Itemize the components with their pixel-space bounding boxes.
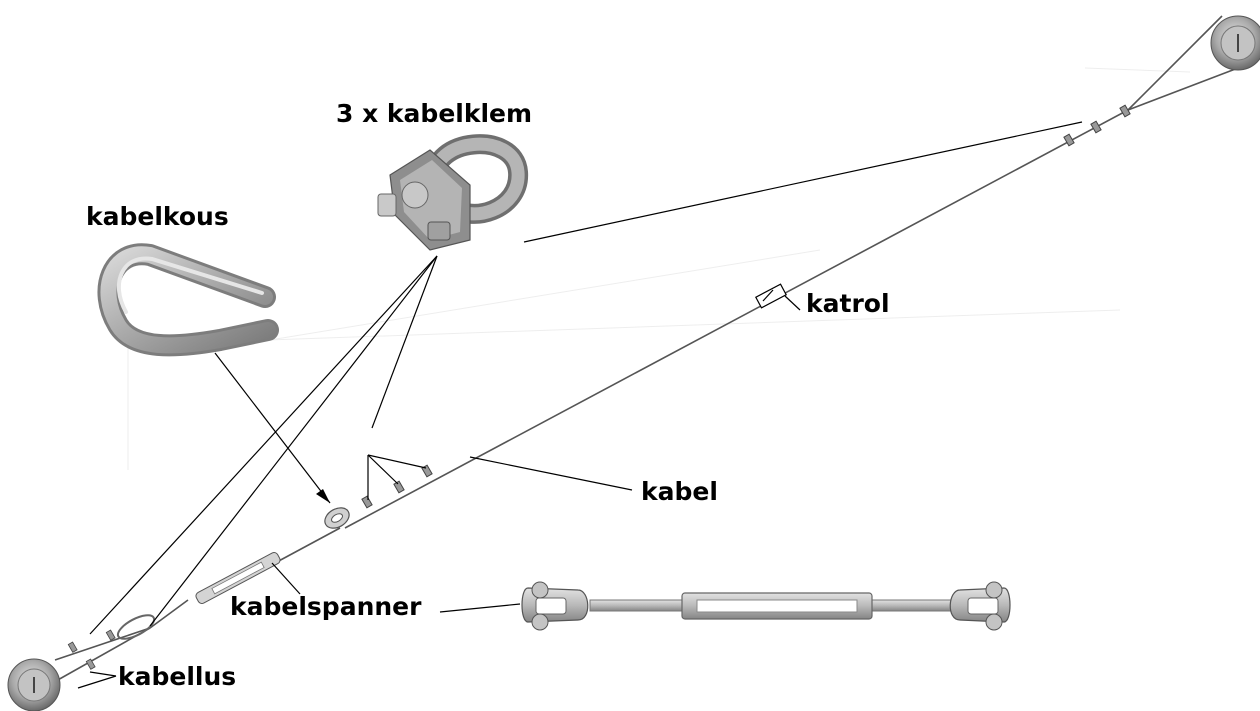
label-kabellus: kabellus [118,662,237,691]
katrol-block [755,283,787,309]
thimble-leader-arrowhead [316,489,330,503]
kabelkous-closeup [97,243,279,357]
background-shading [127,67,1191,470]
label-kabelkous: kabelkous [86,202,229,231]
cable-loop-bottom-left [67,614,156,670]
leader-lines [77,121,1083,689]
label-kabelspanner: kabelspanner [230,592,422,621]
pulley-wheel-top-right [1210,15,1260,71]
label-katrol: katrol [806,289,890,318]
pulley-wheel-bottom-left [7,658,61,711]
thimble-on-cable [324,507,350,529]
kabelspanner-closeup [521,581,1011,631]
label-kabel: kabel [641,477,718,506]
turnbuckle-on-cable [195,552,281,604]
label-kabelklem: 3 x kabelklem [336,99,533,128]
clamps-top-right [1063,104,1131,147]
kabelklem-closeup [377,134,528,251]
